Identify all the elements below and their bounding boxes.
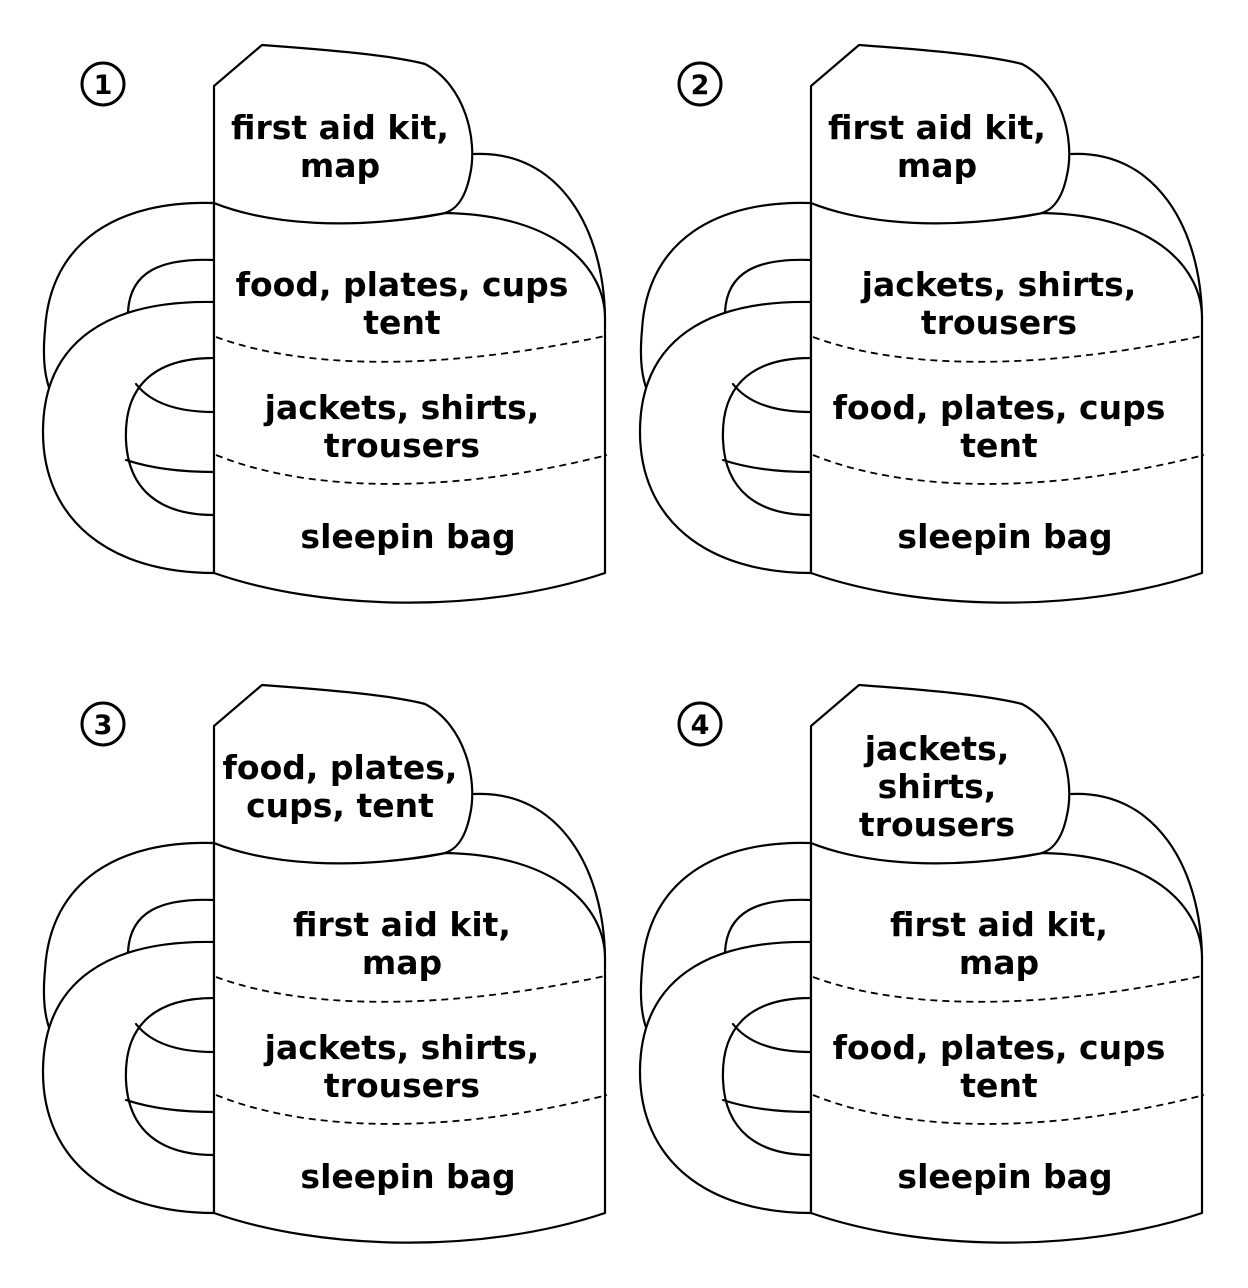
compartment-label-line: jackets, shirts,: [860, 265, 1137, 304]
top-lid: [212, 683, 474, 865]
compartment-label-line: trousers: [324, 426, 480, 465]
divider-line: [215, 335, 606, 363]
top-lid-label-line: first aid kit,: [231, 108, 449, 147]
divider-line: [812, 1094, 1205, 1125]
back-strap: [1069, 792, 1204, 960]
panel-number: 4: [691, 710, 710, 741]
lower-strap-edge: [134, 382, 216, 414]
compartment-label-line: food, plates, cups: [236, 265, 569, 304]
backpack-panel-2: 2 first aid kit,map jackets, shirts,trouse…: [638, 43, 1205, 604]
compartment-label-line: trousers: [324, 1066, 480, 1105]
divider-line: [812, 454, 1205, 485]
lower-strap: [638, 300, 813, 575]
top-lid-label-line: trousers: [859, 805, 1015, 844]
panel-number-badge: [677, 701, 723, 747]
compartment-label-line: sleepin bag: [897, 517, 1112, 556]
compartment-label-line: map: [362, 943, 442, 982]
compartment-label-line: jackets, shirts,: [263, 388, 540, 427]
top-lid: [809, 683, 1071, 865]
panel-number: 1: [94, 70, 113, 101]
divider-line: [812, 335, 1203, 363]
top-lid: [809, 43, 1071, 225]
compartment-label-line: map: [959, 943, 1039, 982]
lower-strap: [41, 300, 216, 575]
top-lid-label-line: food, plates,: [223, 748, 458, 787]
lower-strap-edge: [124, 1098, 216, 1114]
lower-strap-edge: [124, 458, 216, 474]
compartment-label-line: tent: [363, 303, 441, 342]
compartment-label-line: trousers: [921, 303, 1077, 342]
panel-number: 3: [94, 710, 113, 741]
backpack-panel-1: 1 first aid kit,map food, plates, cupstent…: [41, 43, 608, 604]
lower-strap-edge: [134, 1022, 216, 1054]
lower-strap-edge: [731, 1022, 813, 1054]
top-lid-label-line: first aid kit,: [828, 108, 1046, 147]
panel-number-badge: [80, 61, 126, 107]
back-strap: [472, 152, 607, 320]
lower-strap: [41, 940, 216, 1215]
compartment-label-line: sleepin bag: [300, 517, 515, 556]
divider-line: [215, 975, 606, 1003]
compartment-label-line: tent: [960, 1066, 1038, 1105]
divider-line: [812, 975, 1203, 1003]
compartment-label-line: food, plates, cups: [833, 1028, 1166, 1067]
top-lid-label-line: cups, tent: [246, 786, 434, 825]
top-lid-label-line: map: [300, 146, 380, 185]
top-lid-label-line: jackets,: [863, 729, 1010, 768]
compartment-label-line: sleepin bag: [300, 1157, 515, 1196]
compartment-label-line: jackets, shirts,: [263, 1028, 540, 1067]
compartment-label-line: sleepin bag: [897, 1157, 1112, 1196]
divider-line: [215, 454, 608, 485]
panel-number: 2: [691, 70, 710, 101]
top-lid: [212, 43, 474, 225]
compartment-label-line: first aid kit,: [293, 905, 511, 944]
back-strap: [472, 792, 607, 960]
lower-strap: [638, 940, 813, 1215]
lower-strap-edge: [721, 458, 813, 474]
lower-strap-edge: [721, 1098, 813, 1114]
panel-number-badge: [80, 701, 126, 747]
compartment-label-line: tent: [960, 426, 1038, 465]
top-lid-label-line: shirts,: [878, 767, 997, 806]
backpack-panel-3: 3 food, plates,cups, tent first aid kit,ma…: [41, 683, 608, 1244]
back-strap: [1069, 152, 1204, 320]
compartment-label-line: food, plates, cups: [833, 388, 1166, 427]
divider-line: [215, 1094, 608, 1125]
lower-strap-edge: [731, 382, 813, 414]
top-lid-label-line: map: [897, 146, 977, 185]
panel-number-badge: [677, 61, 723, 107]
backpack-panel-4: 4 jackets,shirts,trousers first aid kit,ma…: [638, 683, 1205, 1244]
compartment-label-line: first aid kit,: [890, 905, 1108, 944]
